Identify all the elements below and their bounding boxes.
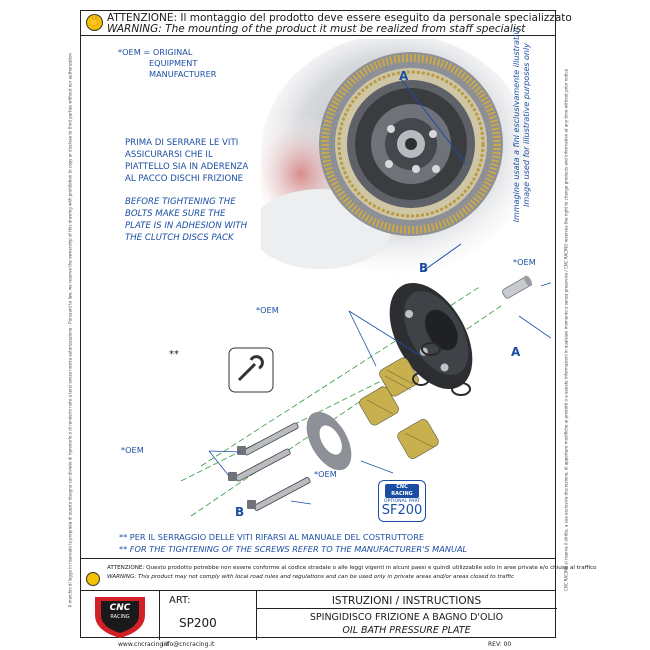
callout-oem-springs: *OEM: [256, 305, 279, 315]
instruction-en-line2: BOLTS MAKE SURE THE: [125, 209, 226, 219]
side-legal-left: Il marchio di legge in riservato la prop…: [67, 52, 73, 608]
cnc-racing-logo: [95, 597, 145, 638]
legal-text-it: ATTENZIONE: Questo prodotto potrebbe non…: [107, 565, 597, 571]
title-block: CNC RACING ART: SP200 ISTRUZIONI / INSTR…: [81, 590, 557, 640]
torque-note-it: ** PER IL SERRAGGIO DELLE VITI RIFARSI A…: [119, 532, 425, 542]
footer-email[interactable]: info@cncracing.it: [162, 641, 215, 648]
clutch-basket-illustration: [261, 39, 531, 274]
callout-oem-pin: *OEM: [513, 257, 536, 267]
instruction-sheet: ATTENZIONE: Il montaggio del prodotto de…: [80, 10, 597, 640]
instruction-en-line3: PLATE IS IN ADHESION WITH: [125, 221, 248, 231]
logo-subtext: RACING: [110, 614, 130, 620]
footer-revision: REV: 00: [488, 641, 512, 648]
logo-text: CNC: [109, 603, 131, 613]
art-value: SP200: [179, 616, 217, 630]
description-it: SPINGIDISCO FRIZIONE A BAGNO D'OLIO: [309, 612, 504, 623]
legal-text-en: WARNING: This product may not comply wit…: [107, 574, 515, 580]
oem-note-line1: *OEM = ORIGINAL: [118, 47, 193, 57]
callout-oem-plate: *OEM: [314, 469, 337, 479]
side-legal-right: CNC RACING si riserva il diritto, a sua …: [563, 68, 569, 592]
torque-note-en: ** FOR THE TIGHTENING OF THE SCREWS REFE…: [119, 544, 468, 554]
title-divider: [256, 608, 557, 609]
art-cell: [159, 591, 257, 640]
optional-label: OPTIONAL PART: [383, 499, 421, 504]
callout-b-bottom: B: [235, 505, 245, 519]
warning-banner: ATTENZIONE: Il montaggio del prodotto de…: [81, 11, 572, 36]
instruction-it-line3: PIATTELLO SIA IN ADERENZA: [125, 162, 249, 172]
callout-oem-bolts: *OEM: [121, 445, 144, 455]
optional-part-badge: CNC RACING OPTIONAL PART SF200: [378, 480, 426, 522]
description-en: OIL BATH PRESSURE PLATE: [342, 625, 471, 636]
footer-website[interactable]: www.cncracing.it: [118, 641, 170, 648]
illustrative-note-en: Image used for illustrative purposes onl…: [522, 43, 531, 207]
exploded-view-drawing: [180, 275, 551, 517]
callout-stars: **: [169, 349, 179, 360]
instruction-it-line4: AL PACCO DISCHI FRIZIONE: [125, 174, 244, 184]
instructions-title: ISTRUZIONI / INSTRUCTIONS: [331, 595, 482, 607]
logo-cell: CNC RACING: [81, 591, 160, 640]
callout-a-right: A: [511, 345, 521, 359]
optional-code: SF200: [381, 503, 423, 518]
legal-warning-icon: [86, 572, 100, 586]
callout-b-top: B: [419, 261, 429, 275]
optional-brand: CNC RACING: [385, 484, 419, 498]
instruction-it-line2: ASSICURARSI CHE IL: [125, 150, 213, 160]
warning-text-it: ATTENZIONE: Il montaggio del prodotto de…: [107, 12, 572, 24]
illustrative-note-it: Immagine usata a fini esclusivamente ill…: [512, 27, 521, 223]
instruction-en-line1: BEFORE TIGHTENING THE: [125, 197, 236, 207]
illustrative-note: Immagine usata a fini esclusivamente ill…: [512, 28, 532, 223]
art-label: ART:: [169, 595, 191, 606]
warning-text-en: WARNING: The mounting of the product it …: [107, 23, 526, 35]
instruction-it-line1: PRIMA DI SERRARE LE VITI: [125, 138, 239, 148]
instruction-en-line4: THE CLUTCH DISCS PACK: [125, 233, 234, 243]
oem-note-line2: EQUIPMENT: [149, 58, 198, 68]
callout-a-top: A: [399, 69, 409, 83]
oem-note-line3: MANUFACTURER: [149, 69, 217, 79]
notes-divider: [81, 558, 555, 559]
warning-hand-icon: [86, 14, 103, 31]
